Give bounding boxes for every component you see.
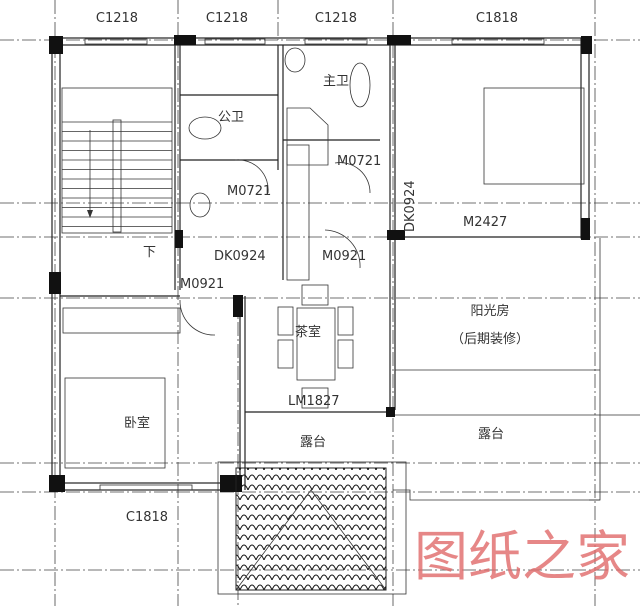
room-label-sunroom: 阳光房 [470,303,509,319]
windows[interactable] [84,38,545,491]
door-labels: M0721 M0721 DK0924 DK0924 M2427 M0921 M0… [180,154,507,409]
door-label: LM1827 [288,394,340,409]
room-label-master-bath: 主卫 [323,74,349,89]
balcony-roof [217,461,407,595]
window-label: C1218 [96,11,138,26]
door-label: M2427 [463,215,507,230]
wardrobe-bedroom [62,307,181,334]
door-label: DK0924 [403,180,418,232]
stair-arrow-icon [87,210,93,218]
toilet-master-icon [349,62,371,108]
window-labels: C1218 C1218 C1218 C1818 C1818 [96,11,518,525]
door-label: DK0924 [214,249,266,264]
washbasin-icon [284,47,306,73]
furniture [62,47,585,469]
shower [286,107,329,166]
tea-table [296,307,336,381]
window-label: C1218 [206,11,248,26]
watermark: 图纸之家 [414,525,630,588]
room-label-bedroom: 卧室 [124,415,150,431]
washbasin-public-icon [189,192,211,218]
bed-bedroom [64,377,166,469]
room-label-tea-room: 茶室 [295,324,321,340]
staircase[interactable] [61,87,173,234]
stair-down-label: 下 [143,245,156,260]
bed-master [483,87,585,185]
columns [49,35,592,492]
wardrobe-master [286,144,310,281]
window-label: C1218 [315,11,357,26]
window-label: C1818 [126,510,168,525]
room-labels: 公卫 主卫 茶室 卧室 阳光房 （后期装修） 露台 露台 下 [124,74,529,450]
window-label: C1818 [476,11,518,26]
door-label: M0921 [180,277,224,292]
room-label-public-bath: 公卫 [218,110,244,125]
room-label-sunroom-note: （后期装修） [451,332,529,347]
door-label: M0921 [322,249,366,264]
door-label: M0721 [227,184,271,199]
door-label: M0721 [337,154,381,169]
room-label-terrace: 露台 [478,427,504,442]
room-label-terrace: 露台 [300,435,326,450]
toilet-public-icon [188,116,222,140]
